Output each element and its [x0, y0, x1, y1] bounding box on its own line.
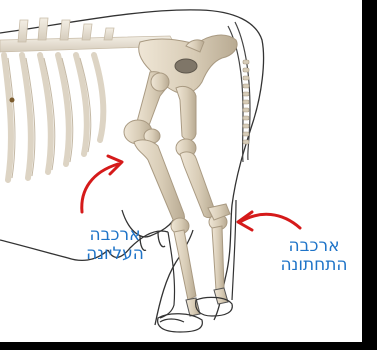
metatarsals	[174, 226, 224, 300]
lower-knee-label-line1: ארכבה	[268, 237, 360, 256]
upper-knee-label: ארכבה העליונה	[66, 226, 164, 264]
arrow-lower-knee	[238, 212, 300, 230]
upper-knee-label-line2: העליונה	[66, 245, 164, 264]
lower-knee-label-line2: התחתונה	[268, 256, 360, 275]
lower-knee-label: ארכבה התחתונה	[268, 237, 360, 275]
edge-detail	[10, 98, 15, 103]
far-leg-bones	[176, 86, 214, 217]
arrow-upper-knee	[82, 156, 122, 212]
upper-knee-label-line1: ארכבה	[66, 226, 164, 245]
